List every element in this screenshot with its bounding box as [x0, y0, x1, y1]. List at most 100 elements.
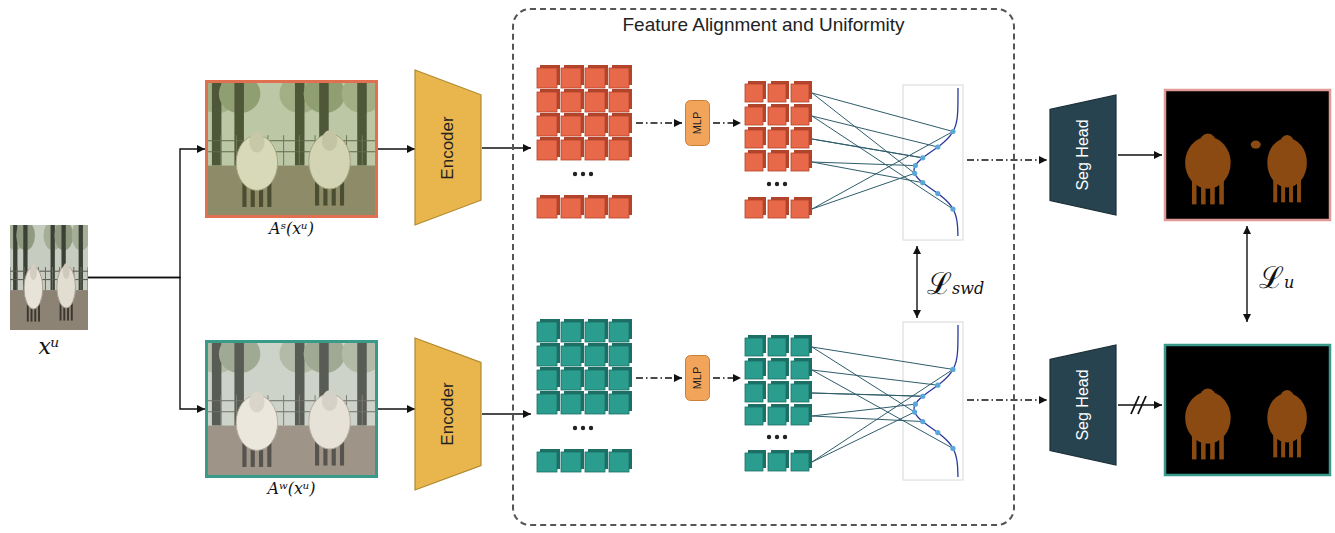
projection-line	[812, 347, 915, 412]
projection-line	[812, 132, 953, 210]
block-outline	[1050, 345, 1116, 465]
flow-connector	[88, 278, 205, 410]
fence-post	[52, 267, 53, 290]
sample-dot	[950, 206, 955, 211]
feature-cube	[561, 394, 581, 414]
feature-cube	[609, 452, 629, 472]
fence-post	[45, 267, 46, 290]
sample-dot	[913, 163, 918, 168]
fence-rail	[10, 279, 88, 280]
sample-dot	[935, 144, 940, 149]
feature-cube	[561, 116, 581, 136]
fence-post	[17, 267, 18, 290]
block-label: Encoder	[438, 382, 458, 445]
feature-cube	[585, 346, 605, 366]
feature-cube	[609, 140, 629, 160]
mask-frame	[1165, 345, 1330, 475]
feature-cube	[609, 394, 629, 414]
feature-cube	[537, 198, 557, 218]
block-label: Encoder	[438, 116, 458, 179]
feature-cube	[745, 153, 763, 171]
feature-cube	[585, 452, 605, 472]
feature-cube	[745, 130, 763, 148]
sample-dot	[935, 191, 940, 196]
photo	[10, 225, 88, 330]
sample-dot	[935, 430, 940, 435]
sample-dot	[920, 155, 925, 160]
dashdot-arrow	[636, 377, 682, 378]
flow-connector	[378, 408, 415, 409]
loss-label: ℒswd	[927, 262, 984, 303]
sample-dot	[950, 129, 955, 134]
strong-aug-image: Aˢ(xᵘ)	[205, 80, 378, 218]
sheep-head	[1199, 389, 1216, 409]
feature-cube	[609, 116, 629, 136]
feature-cube	[561, 346, 581, 366]
distribution-panel	[903, 322, 963, 480]
sample-dot	[920, 419, 925, 424]
dashdot-arrow	[636, 122, 682, 123]
color-tint	[205, 340, 378, 478]
feature-cube	[561, 68, 581, 88]
ellipsis-dot	[589, 426, 593, 430]
feature-cube	[791, 84, 809, 102]
feature-cube	[768, 338, 786, 356]
feature-cube	[745, 384, 763, 402]
feature-cube	[537, 394, 557, 414]
flow-arrow	[482, 413, 531, 414]
feature-cube	[585, 198, 605, 218]
feature-cube	[585, 370, 605, 390]
block-label: MLP	[692, 367, 704, 390]
stop-gradient-mark	[1138, 396, 1146, 414]
ellipsis-dot	[581, 426, 585, 430]
projection-line	[812, 173, 915, 209]
feature-cube	[768, 84, 786, 102]
ellipsis-dot	[783, 182, 787, 186]
flow-arrow	[1246, 226, 1247, 322]
projection-line	[812, 370, 938, 385]
feature-cube	[537, 68, 557, 88]
feature-cube	[745, 453, 763, 471]
ellipsis-dot	[581, 172, 585, 176]
feature-cube	[585, 394, 605, 414]
image-caption: xᵘ	[10, 334, 88, 359]
feature-cube	[745, 107, 763, 125]
flow-arrow	[1118, 154, 1162, 155]
ellipsis-dot	[573, 172, 577, 176]
feature-cube	[768, 384, 786, 402]
ellipsis-dot	[783, 435, 787, 439]
sample-dot	[912, 171, 917, 176]
photo-background	[205, 340, 378, 478]
feature-cube	[609, 198, 629, 218]
projection-line	[812, 369, 953, 462]
feature-cube	[791, 384, 809, 402]
flow-arrow	[482, 147, 531, 148]
sheep-head	[63, 263, 70, 279]
feature-cube	[609, 370, 629, 390]
projection-line	[812, 162, 923, 183]
feature-cube	[768, 130, 786, 148]
feature-cube	[768, 107, 786, 125]
photo	[205, 340, 378, 478]
projection-line	[812, 116, 953, 209]
photo-background	[205, 80, 378, 218]
weak-aug-image: Aʷ(xᵘ)	[205, 340, 378, 478]
tree-trunk	[51, 225, 55, 290]
feature-cube	[609, 92, 629, 112]
feature-cube	[585, 140, 605, 160]
sample-dot	[912, 409, 917, 414]
feature-cube	[609, 346, 629, 366]
feature-cube	[791, 407, 809, 425]
ellipsis-dot	[775, 182, 779, 186]
loss-label: ℒu	[1259, 256, 1294, 297]
mlp-block: MLP	[685, 355, 710, 401]
fence-post	[80, 267, 81, 290]
feature-cube	[791, 200, 809, 218]
feature-cube	[768, 407, 786, 425]
segmentation-mask	[1165, 90, 1330, 220]
feature-cube	[585, 68, 605, 88]
feature-cube	[745, 407, 763, 425]
dashdot-arrow	[713, 377, 741, 378]
feature-cube	[537, 92, 557, 112]
